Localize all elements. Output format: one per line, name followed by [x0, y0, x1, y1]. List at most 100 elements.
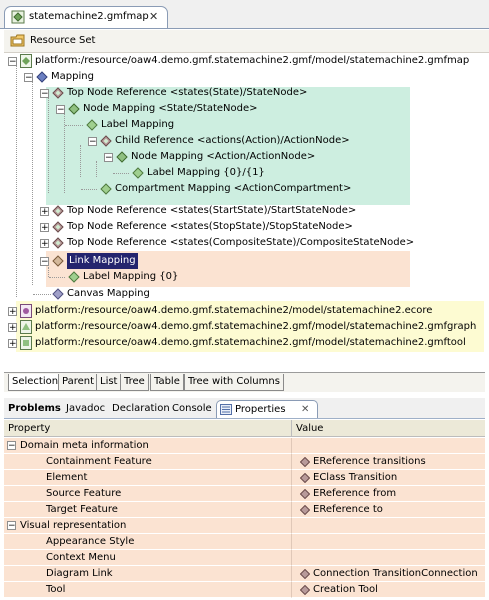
resource-set-header: Resource Set	[4, 30, 489, 53]
tree-row-mapping[interactable]: − Mapping	[4, 69, 484, 85]
property-value: EClass Transition	[313, 472, 398, 483]
editor-tab[interactable]: statemachine2.gmfmap ✕	[4, 6, 168, 28]
resource-label: platform:/resource/oaw4.demo.gmf.statema…	[35, 321, 477, 332]
collapse-toggle[interactable]: −	[56, 105, 65, 115]
gmfmap-file-icon	[20, 54, 32, 68]
tree-row[interactable]: − Child Reference <actions(Action)/Actio…	[4, 133, 484, 149]
property-name: Source Feature	[46, 488, 122, 499]
editor-tab-label: statemachine2.gmfmap	[29, 11, 149, 22]
tree-node-label: Child Reference <actions(Action)/ActionN…	[115, 135, 350, 146]
collapse-toggle[interactable]: −	[40, 89, 49, 99]
tree-row[interactable]: Label Mapping {0}	[4, 267, 484, 285]
node-reference-icon	[52, 205, 64, 217]
property-row[interactable]: Target Feature EReference to	[4, 502, 485, 518]
tab-tree-with-columns[interactable]: Tree with Columns	[184, 374, 284, 391]
gmfmap-file-icon	[11, 10, 25, 27]
tab-tree[interactable]: Tree	[120, 374, 149, 391]
label-mapping-icon	[132, 167, 144, 179]
collapse-toggle[interactable]: −	[7, 441, 16, 451]
node-reference-icon	[52, 87, 64, 99]
tab-selection[interactable]: Selection	[8, 374, 63, 391]
label-mapping-icon	[86, 119, 98, 131]
property-row[interactable]: Context Menu	[4, 550, 485, 566]
tree-row-resource[interactable]: + platform:/resource/oaw4.demo.gmf.state…	[4, 319, 484, 335]
tree-row-root[interactable]: − platform:/resource/oaw4.demo.gmf.state…	[4, 53, 484, 69]
collapse-toggle[interactable]: −	[8, 57, 17, 67]
tree-row-resource[interactable]: + platform:/resource/oaw4.demo.gmf.state…	[4, 303, 484, 319]
tab-declaration[interactable]: Declaration	[112, 403, 170, 414]
tree-row[interactable]: − Top Node Reference <states(State)/Stat…	[4, 85, 484, 101]
tree-row-resource[interactable]: + platform:/resource/oaw4.demo.gmf.state…	[4, 335, 484, 351]
close-icon[interactable]: ✕	[301, 404, 310, 415]
ereference-icon	[300, 489, 310, 499]
tree-node-label: Node Mapping <State/StateNode>	[83, 103, 258, 114]
tree-row-link-mapping[interactable]: − Link Mapping	[4, 253, 484, 269]
tree-node-label-selected: Link Mapping	[67, 253, 138, 269]
properties-icon	[220, 404, 232, 421]
ereference-icon	[300, 505, 310, 515]
tree-row[interactable]: − Node Mapping <State/StateNode>	[4, 101, 484, 117]
collapse-toggle[interactable]: −	[24, 73, 33, 83]
expand-toggle[interactable]: +	[8, 323, 17, 333]
property-row[interactable]: Element EClass Transition	[4, 470, 485, 486]
ereference-icon	[300, 457, 310, 467]
expand-toggle[interactable]: +	[8, 339, 17, 349]
expand-toggle[interactable]: +	[40, 207, 49, 217]
column-header-value[interactable]: Value	[292, 420, 485, 437]
view-tab-bar: Problems Javadoc Declaration Console Pro…	[4, 398, 485, 419]
property-value: EReference from	[313, 488, 397, 499]
tree-row[interactable]: Compartment Mapping <ActionCompartment>	[4, 181, 484, 197]
tab-list[interactable]: List	[96, 374, 122, 391]
tab-problems[interactable]: Problems	[8, 403, 61, 414]
highlight-resources	[16, 301, 484, 352]
collapse-toggle[interactable]: −	[7, 521, 16, 531]
tree-node-label: Top Node Reference <states(StopState)/St…	[67, 221, 353, 232]
tab-parent[interactable]: Parent	[58, 374, 99, 391]
property-row[interactable]: Diagram Link Connection TransitionConnec…	[4, 566, 485, 582]
collapse-toggle[interactable]: −	[88, 137, 97, 147]
tree-row[interactable]: + Top Node Reference <states(StopState)/…	[4, 219, 484, 235]
column-header-property[interactable]: Property	[4, 420, 292, 437]
properties-table: Property Value − Domain meta information…	[4, 420, 485, 598]
property-value: EReference to	[313, 504, 383, 515]
expand-toggle[interactable]: +	[40, 239, 49, 249]
expand-toggle[interactable]: +	[8, 307, 17, 317]
property-row[interactable]: Source Feature EReference from	[4, 486, 485, 502]
property-group-row[interactable]: − Visual representation	[4, 518, 485, 534]
gmftool-file-icon	[20, 336, 32, 350]
tree-row[interactable]: + Top Node Reference <states(CompositeSt…	[4, 235, 484, 251]
property-name: Diagram Link	[46, 568, 113, 579]
tree-node-label: Label Mapping {0}	[83, 271, 179, 282]
tree-node-label: Canvas Mapping	[67, 288, 150, 299]
creation-tool-icon	[300, 585, 310, 595]
expand-toggle[interactable]: +	[40, 223, 49, 233]
property-row[interactable]: Tool Creation Tool	[4, 582, 485, 598]
canvas-mapping-icon	[52, 288, 64, 300]
resource-set-icon	[10, 34, 26, 51]
property-name: Tool	[46, 584, 66, 595]
property-name: Element	[46, 472, 88, 483]
collapse-toggle[interactable]: −	[40, 257, 49, 267]
ecore-file-icon	[20, 304, 32, 318]
tree-row[interactable]: − Node Mapping <Action/ActionNode>	[4, 149, 484, 165]
property-group-row[interactable]: − Domain meta information	[4, 438, 485, 454]
node-reference-icon	[52, 237, 64, 249]
tab-console[interactable]: Console	[172, 403, 212, 414]
property-name: Target Feature	[46, 504, 118, 515]
property-row[interactable]: Containment Feature EReference transitio…	[4, 454, 485, 470]
tab-javadoc[interactable]: Javadoc	[66, 403, 106, 414]
property-row[interactable]: Appearance Style	[4, 534, 485, 550]
tab-properties[interactable]: Properties ✕	[216, 400, 318, 418]
label-mapping-icon	[68, 271, 80, 283]
collapse-toggle[interactable]: −	[104, 153, 113, 163]
tree-row[interactable]: Label Mapping	[4, 117, 484, 133]
node-mapping-icon	[116, 151, 128, 163]
tree-node-label: Node Mapping <Action/ActionNode>	[131, 151, 316, 162]
tab-table[interactable]: Table	[150, 374, 184, 391]
gmfgraph-file-icon	[20, 320, 32, 334]
tree-row[interactable]: + Top Node Reference <states(StartState)…	[4, 203, 484, 219]
editor-tab-bar: statemachine2.gmfmap ✕	[0, 0, 489, 29]
tree-row[interactable]: Canvas Mapping	[4, 286, 484, 302]
tree-row[interactable]: Label Mapping {0}/{1}	[4, 165, 484, 181]
close-icon[interactable]: ✕	[149, 10, 159, 23]
